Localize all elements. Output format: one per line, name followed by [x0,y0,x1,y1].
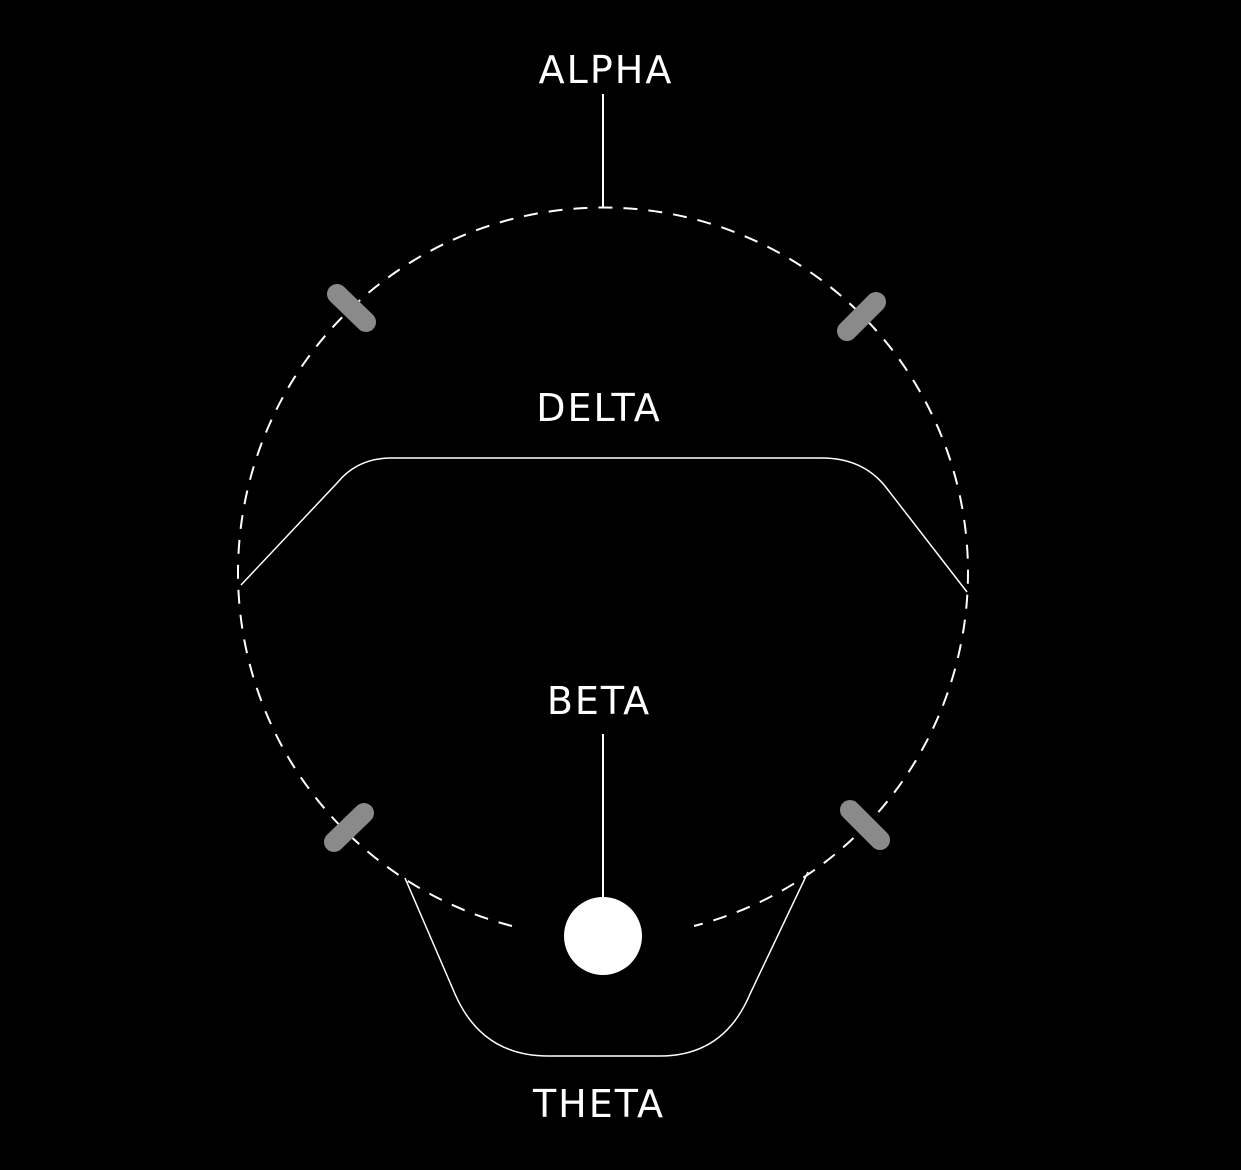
label-alpha: ALPHA [539,48,674,92]
label-theta: THETA [532,1082,665,1126]
dashed-circle-upper [237,206,969,927]
marker-top-right [837,292,886,341]
beta-dot [564,897,642,975]
delta-outline [240,457,968,593]
theta-outline [404,871,809,1057]
label-delta: DELTA [536,386,661,430]
marker-bottom-right [840,800,890,850]
marker-bottom-left [324,803,374,852]
label-beta: BETA [547,679,651,723]
marker-top-left [327,284,376,332]
